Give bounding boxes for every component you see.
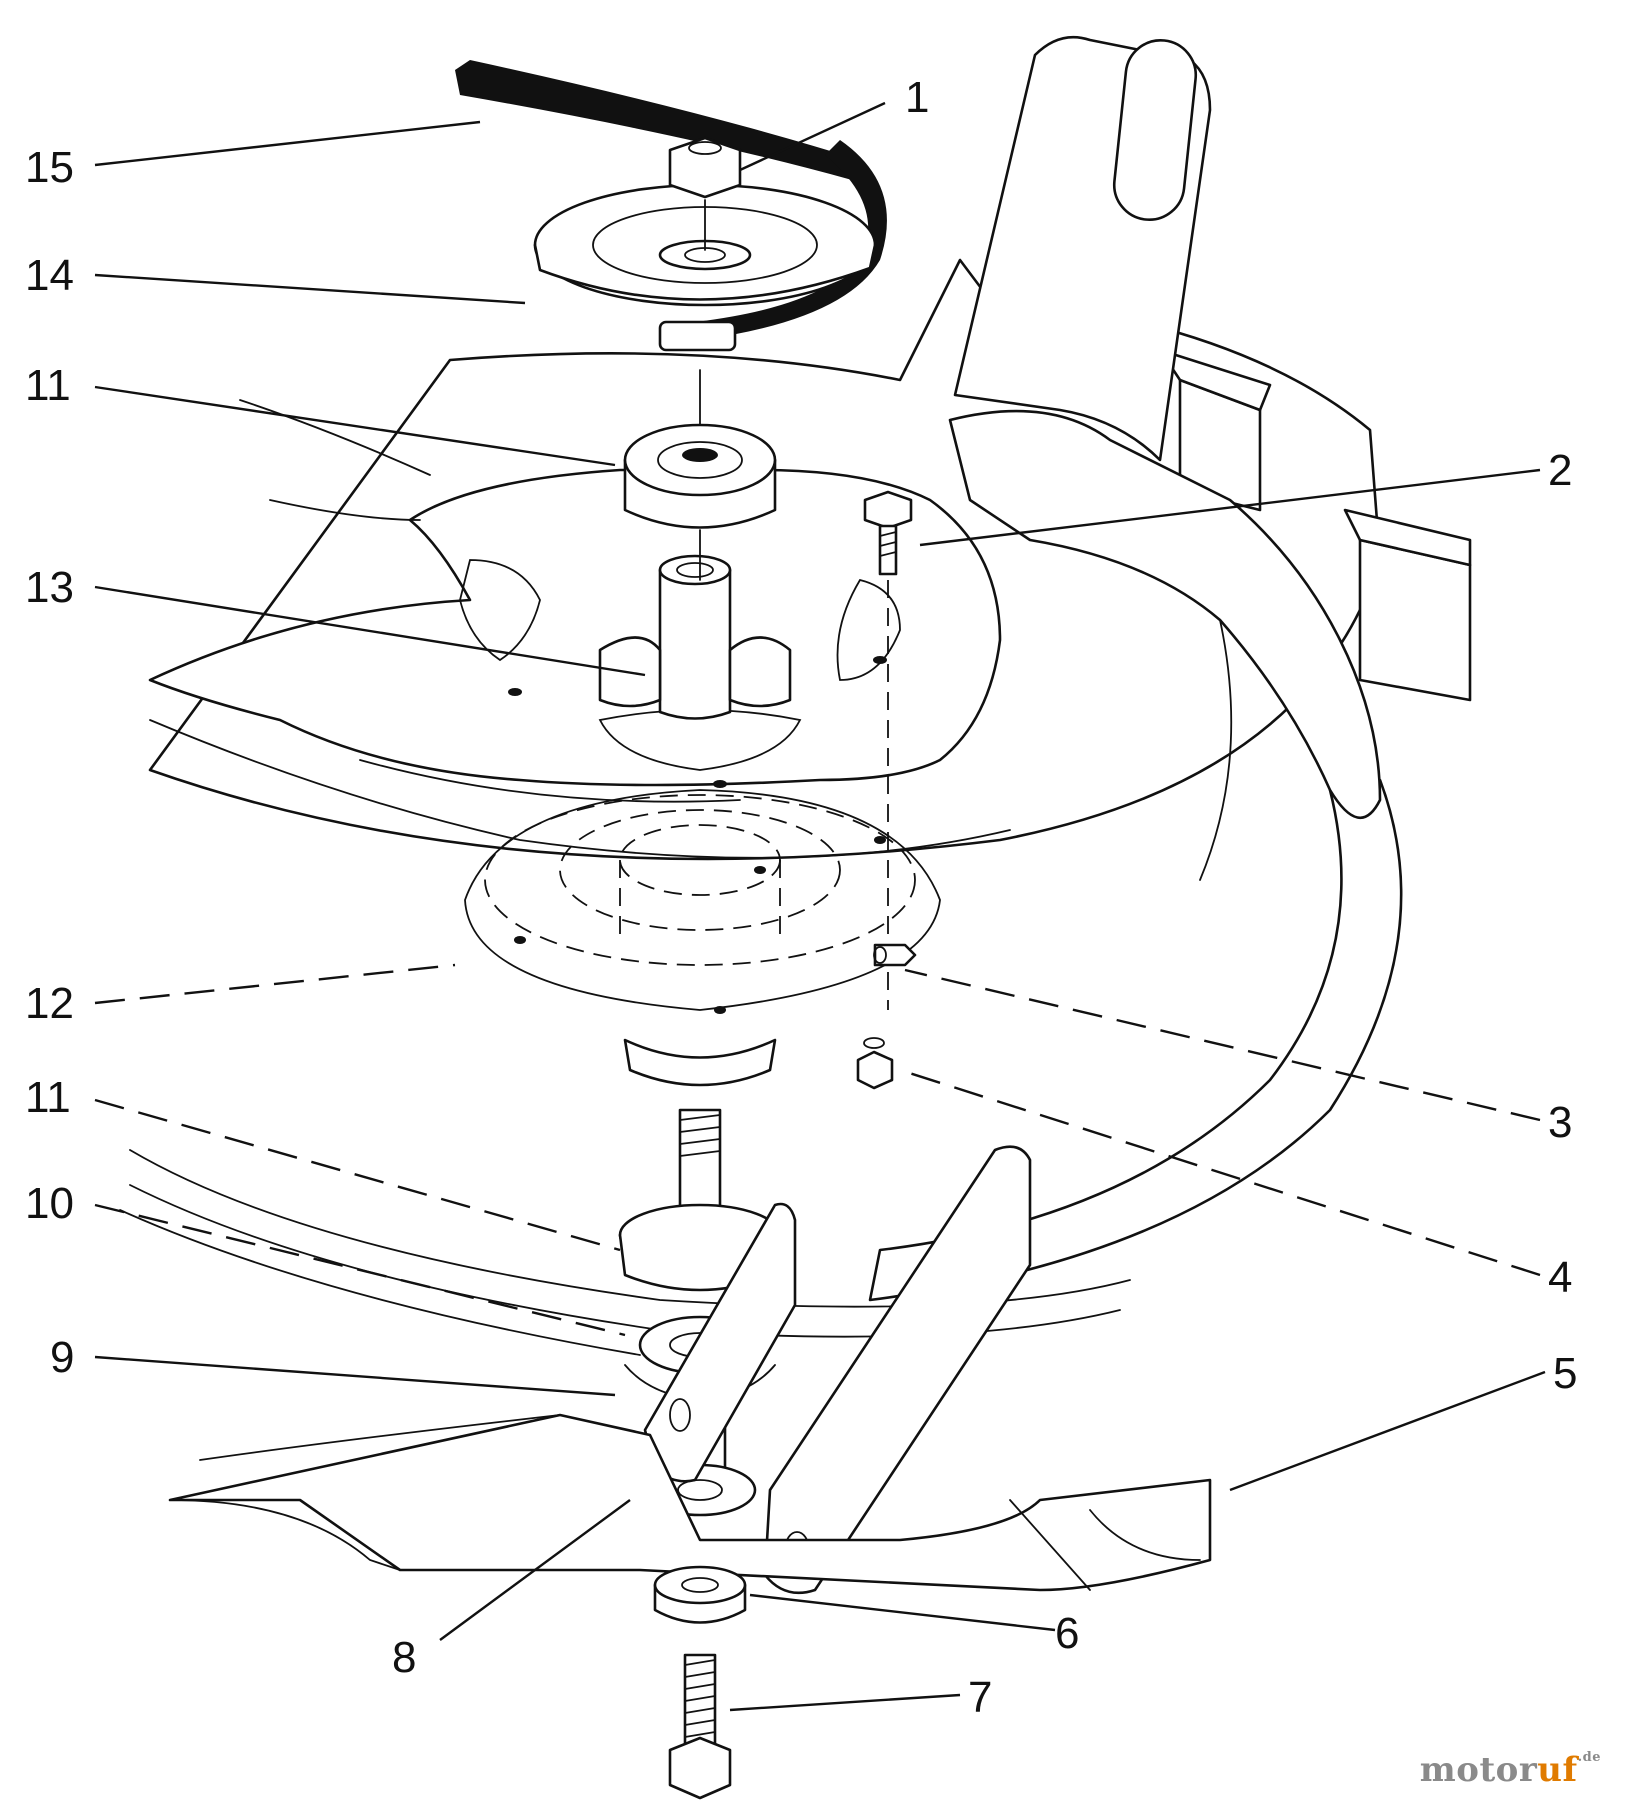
leader-3 [904, 968, 1541, 1122]
drive-pulley [455, 60, 887, 352]
leader-6 [749, 1593, 1056, 1632]
leader-5 [1229, 1370, 1546, 1492]
leader-2 [919, 468, 1541, 547]
leader-12 [94, 963, 456, 1005]
screw-fitting [873, 943, 917, 967]
leader-14 [94, 273, 526, 305]
spindle-housing-hidden [464, 789, 941, 1087]
callout-2: 2 [1548, 446, 1572, 495]
spindle-mounting-plate [148, 399, 1011, 859]
callout-11-bottom: 11 [25, 1073, 71, 1122]
leader-7 [729, 1693, 961, 1712]
blade-bolt [668, 1653, 732, 1800]
callout-7: 7 [968, 1673, 992, 1722]
leader-4 [899, 1068, 1541, 1277]
bolt-upper [863, 490, 913, 1010]
callout-9: 9 [50, 1333, 74, 1382]
leader-9 [94, 1355, 616, 1397]
leader-10 [94, 1203, 626, 1337]
leader-8 [439, 1499, 631, 1641]
callout-14: 14 [25, 251, 74, 300]
callout-10: 10 [25, 1179, 74, 1228]
leader-1 [739, 101, 886, 172]
callout-13: 13 [25, 563, 74, 612]
nut-lower [856, 1037, 894, 1090]
leader-11-bottom [94, 1098, 621, 1252]
leader-13 [94, 585, 646, 677]
callout-11-top: 11 [25, 361, 71, 410]
leader-11-top [94, 385, 616, 467]
bearing-upper [623, 369, 777, 581]
callout-15: 15 [25, 143, 74, 192]
callout-3: 3 [1548, 1098, 1572, 1147]
watermark-text-tld: .de [1577, 1750, 1601, 1765]
watermark-text-main: motoruf [1419, 1750, 1578, 1790]
blade-adapter [643, 1145, 1032, 1595]
callout-6: 6 [1055, 1609, 1079, 1658]
callout-4: 4 [1548, 1253, 1572, 1302]
mower-blade [168, 1413, 1212, 1592]
leader-lines [94, 101, 1546, 1712]
watermark-logo: motoruf.de [1420, 1750, 1601, 1790]
callout-8: 8 [392, 1633, 416, 1682]
callout-5: 5 [1553, 1349, 1577, 1398]
washer-lower [653, 1565, 747, 1624]
callout-12: 12 [25, 979, 74, 1028]
callout-labels: 1 2 3 4 5 6 7 8 9 10 11 11 12 13 14 15 [25, 73, 1577, 1722]
callout-1: 1 [905, 73, 929, 122]
leader-15 [94, 120, 481, 167]
